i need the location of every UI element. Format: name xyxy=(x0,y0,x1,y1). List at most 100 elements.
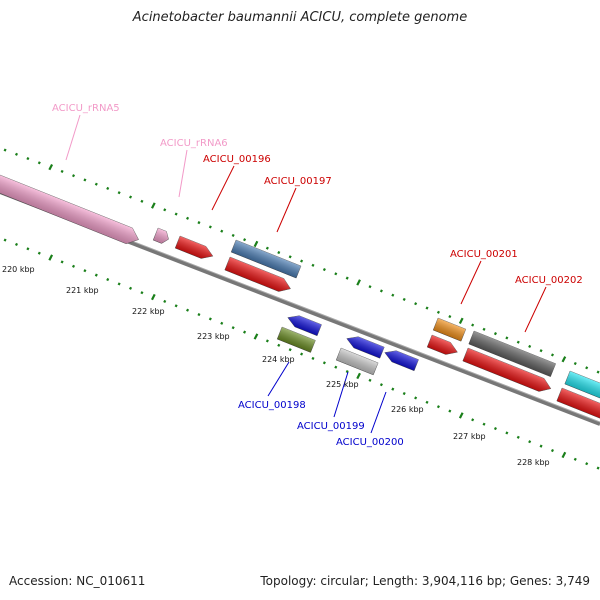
label-leader-lines xyxy=(65,114,547,434)
plus-dot xyxy=(26,157,30,161)
gene-arrow-ACICU_rRNA6 xyxy=(152,227,169,244)
gene-arrow-ACICU_00198 xyxy=(287,315,322,337)
plus-dot xyxy=(356,279,361,286)
plus-dot xyxy=(163,208,167,212)
gene-shade xyxy=(433,318,466,342)
leader-line xyxy=(65,114,81,161)
minus-dot xyxy=(471,418,475,422)
plus-dot xyxy=(471,323,475,327)
gene-shade xyxy=(0,163,139,244)
minus-dot xyxy=(94,273,98,277)
leader-line xyxy=(211,165,235,211)
minus-dot xyxy=(334,365,338,369)
plus-dot xyxy=(174,212,178,216)
minus-dot xyxy=(379,383,383,387)
plus-dot xyxy=(129,195,133,199)
minus-dot xyxy=(391,387,395,391)
gene-label: ACICU_rRNA6 xyxy=(160,138,228,149)
kbp-tick-label: 220 kbp xyxy=(2,265,35,274)
gene-shade xyxy=(346,336,385,359)
plus-dot xyxy=(220,229,224,233)
minus-dot xyxy=(516,435,520,439)
gene-shade xyxy=(462,348,551,392)
plus-dot xyxy=(482,327,486,331)
plus-dot xyxy=(3,148,7,152)
gene-label: ACICU_00202 xyxy=(515,275,583,286)
minus-dot xyxy=(265,339,269,343)
gene-labels: ACICU_rRNA5ACICU_rRNA6ACICU_00196ACICU_0… xyxy=(52,103,583,448)
leader-line xyxy=(276,187,297,233)
minus-dot xyxy=(60,260,64,264)
plus-dot xyxy=(368,285,372,289)
plus-dot xyxy=(561,356,567,363)
gene-label: ACICU_00201 xyxy=(450,249,518,260)
gene-arrow-ACICU_00200 xyxy=(384,350,419,372)
leader-line xyxy=(267,361,290,397)
minus-dot xyxy=(402,391,406,396)
kbp-tick-label: 228 kbp xyxy=(517,458,550,467)
minus-dot xyxy=(3,238,7,242)
minus-dot xyxy=(163,299,167,303)
plus-dot xyxy=(94,182,98,186)
gene-shade xyxy=(175,236,213,259)
plus-dot xyxy=(391,293,395,297)
minus-dot xyxy=(528,440,532,444)
gene-shade xyxy=(231,240,301,279)
leader-line xyxy=(178,149,188,198)
minus-dot xyxy=(550,448,554,453)
gene-arrow-edge_red_gene xyxy=(556,387,600,420)
minus-dot xyxy=(561,451,567,459)
gene-label: ACICU_rRNA5 xyxy=(52,103,120,114)
gene-arrow-ACICU_00198b xyxy=(276,326,316,353)
plus-dot xyxy=(231,233,235,237)
minus-dot xyxy=(482,422,486,426)
plus-dot xyxy=(596,370,600,374)
plus-dot xyxy=(493,332,497,336)
genome-stats-text: Topology: circular; Length: 3,904,116 bp… xyxy=(260,574,590,588)
minus-dot xyxy=(243,330,247,334)
minus-dot xyxy=(596,466,600,470)
gene-shade xyxy=(224,257,291,292)
plus-dot xyxy=(197,221,201,225)
kbp-tick-label: 225 kbp xyxy=(326,380,359,389)
minus-dot xyxy=(505,431,509,435)
minus-dot xyxy=(129,286,133,290)
genome-title: Acinetobacter baumannii ACICU, complete … xyxy=(132,10,468,25)
gene-arrow-ACICU_00199 xyxy=(346,336,385,359)
gene-shade xyxy=(427,335,458,355)
gene-features xyxy=(0,162,600,420)
minus-dot xyxy=(458,412,464,419)
gene-shade xyxy=(564,371,600,407)
plus-dot xyxy=(573,361,577,366)
gene-shade xyxy=(468,331,556,377)
minus-dot xyxy=(140,291,144,295)
plus-dot xyxy=(243,238,247,242)
gene-arrow-cyan_gene xyxy=(564,370,600,407)
plus-strand-dots xyxy=(3,148,600,374)
gene-label: ACICU_00200 xyxy=(336,437,404,448)
plus-dot xyxy=(379,289,383,293)
minus-dot xyxy=(322,361,326,365)
plus-dot xyxy=(71,174,76,178)
gene-arrow-ACICU_00199b xyxy=(335,347,379,376)
gene-shade xyxy=(384,350,419,371)
minus-dot xyxy=(106,277,110,282)
plus-dot xyxy=(402,297,406,302)
kbp-tick-label: 226 kbp xyxy=(391,405,424,414)
plus-dot xyxy=(117,191,121,195)
plus-dot xyxy=(345,276,349,280)
gene-label: ACICU_00196 xyxy=(203,154,271,165)
gene-shade xyxy=(556,388,600,420)
minus-dot xyxy=(48,254,54,261)
gene-shade xyxy=(153,228,169,244)
minus-dot xyxy=(448,409,452,413)
minus-strand-dots xyxy=(3,238,600,470)
minus-dot xyxy=(288,348,292,352)
plus-dot xyxy=(414,302,418,306)
gene-arrow-ACICU_00201 xyxy=(432,317,467,342)
kbp-tick-label: 222 kbp xyxy=(132,307,165,316)
plus-dot xyxy=(150,202,156,209)
gene-arrow-ACICU_00196 xyxy=(174,235,214,259)
